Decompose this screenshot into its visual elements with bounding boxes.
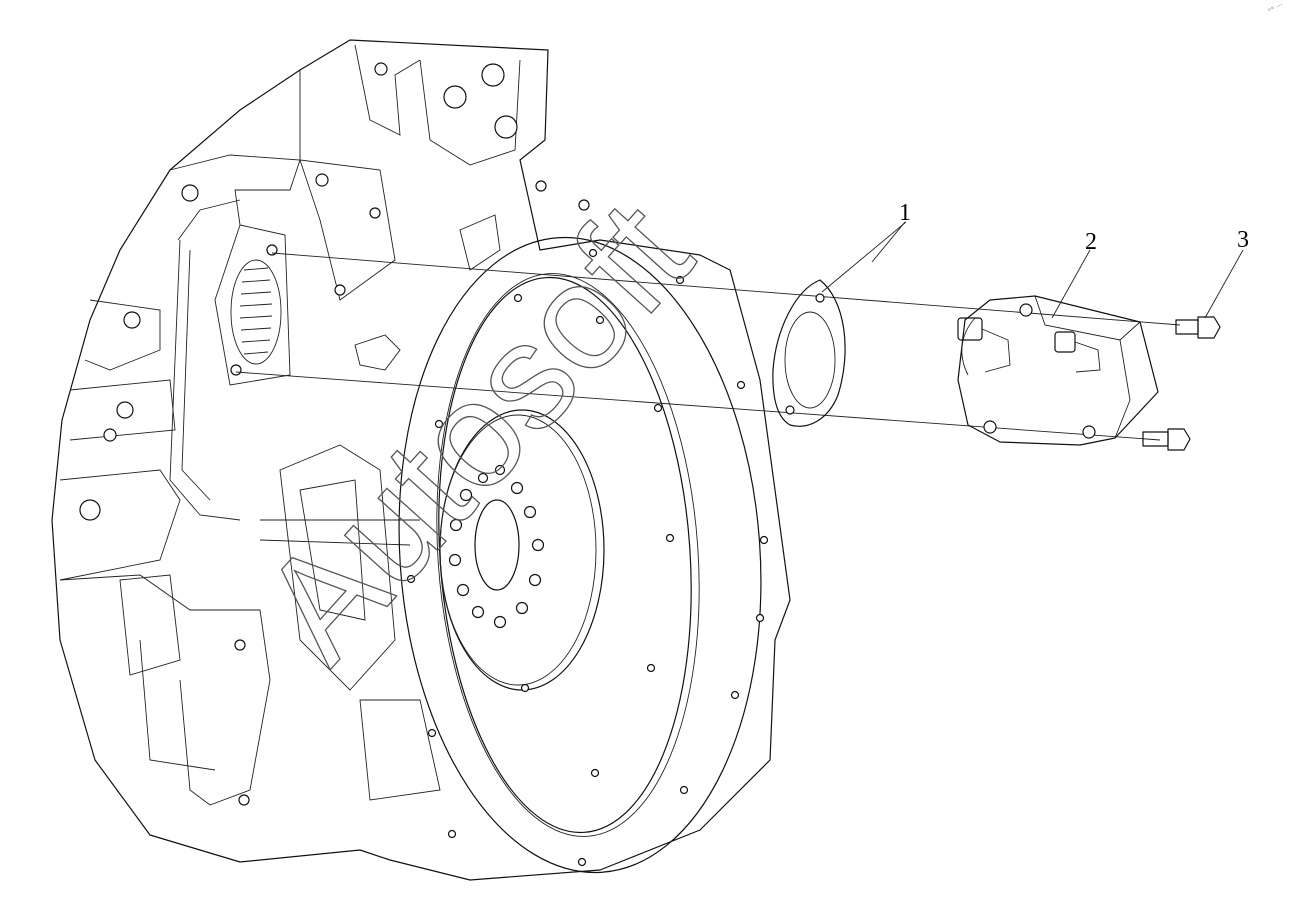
flywheel-bolt-circle xyxy=(448,464,545,629)
callout-3: 3 xyxy=(1237,227,1249,253)
gear-window xyxy=(230,244,282,376)
engine-block xyxy=(51,39,791,881)
callout-2: 2 xyxy=(1085,229,1097,255)
corner-mark: °° ··· xyxy=(1267,1,1285,16)
housing-bolt-holes xyxy=(406,248,769,867)
bolt-part-3-lower xyxy=(1142,428,1191,451)
callout-1: 1 xyxy=(899,200,911,226)
drive-unit-part-2 xyxy=(957,295,1159,446)
gasket-part-1 xyxy=(772,279,846,427)
engine-bolts xyxy=(79,62,590,806)
leader-lines xyxy=(821,221,1244,319)
bolt-part-3 xyxy=(1175,316,1221,339)
